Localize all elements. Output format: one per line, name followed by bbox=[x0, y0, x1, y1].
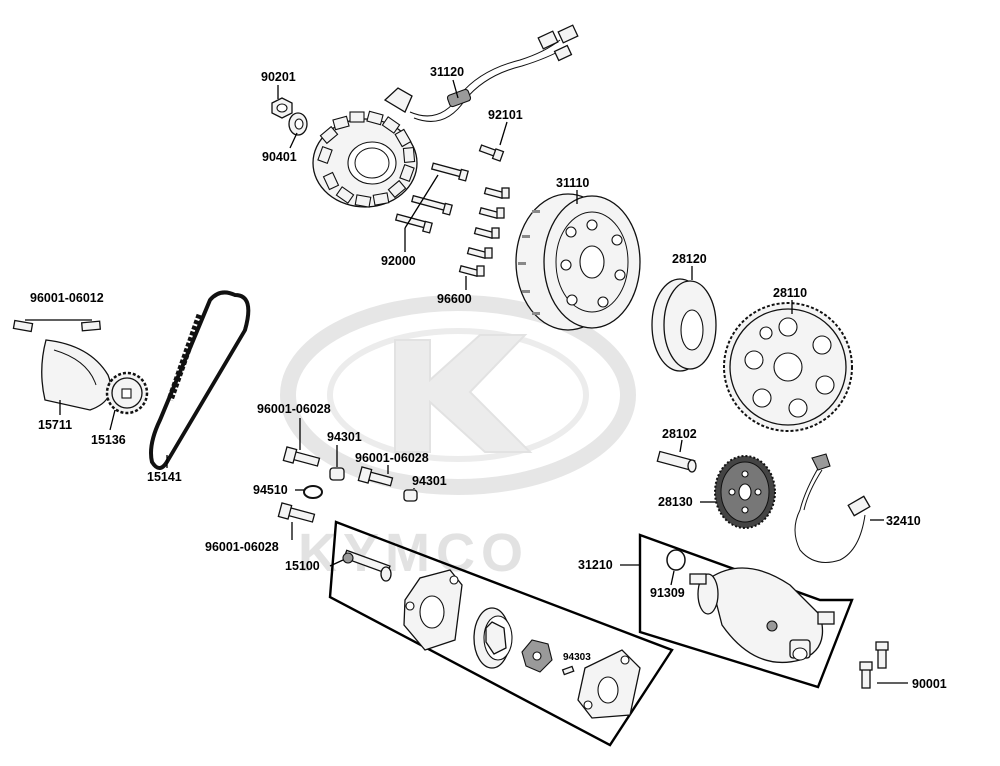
label-31110: 31110 bbox=[556, 176, 589, 190]
guide-bolts[interactable] bbox=[12, 319, 102, 333]
label-15136: 15136 bbox=[91, 433, 126, 447]
label-28120: 28120 bbox=[672, 252, 707, 266]
label-96001-06028-c: 96001-06028 bbox=[205, 540, 279, 554]
label-91309: 91309 bbox=[650, 586, 685, 600]
starter-cable[interactable] bbox=[794, 453, 871, 563]
label-92101: 92101 bbox=[488, 108, 523, 122]
stator-coil[interactable] bbox=[312, 24, 579, 208]
starter-driven-gear[interactable] bbox=[723, 302, 853, 432]
starter-motor[interactable] bbox=[689, 567, 835, 664]
label-15711: 15711 bbox=[38, 418, 72, 432]
washer[interactable] bbox=[288, 112, 308, 136]
pump-inner-rotor[interactable] bbox=[521, 639, 553, 673]
starter-idle-gear[interactable] bbox=[714, 455, 776, 529]
label-15100: 15100 bbox=[285, 559, 320, 573]
pump-shaft[interactable] bbox=[342, 549, 392, 582]
pump-body[interactable] bbox=[403, 569, 463, 651]
label-31120: 31120 bbox=[430, 65, 464, 79]
label-28130: 28130 bbox=[658, 495, 693, 509]
starter-bolts[interactable] bbox=[859, 641, 889, 689]
flywheel-rotor[interactable] bbox=[515, 193, 641, 331]
bolt-92101[interactable] bbox=[478, 144, 505, 162]
leader-lines bbox=[25, 79, 908, 684]
part-labels: 90201 90401 31120 92101 31110 92000 9660… bbox=[30, 65, 947, 691]
dowel-pin-lower[interactable] bbox=[403, 489, 418, 502]
pump-pin[interactable] bbox=[561, 665, 575, 676]
label-94303: 94303 bbox=[563, 652, 591, 663]
pump-bolt-upper[interactable] bbox=[282, 446, 321, 467]
label-90201: 90201 bbox=[261, 70, 296, 84]
retaining-clip[interactable] bbox=[303, 485, 323, 499]
drive-chain[interactable] bbox=[149, 290, 251, 470]
label-90001: 90001 bbox=[912, 677, 947, 691]
flywheel-bolts[interactable] bbox=[458, 186, 510, 278]
label-31210: 31210 bbox=[578, 558, 613, 572]
idle-gear-shaft[interactable] bbox=[656, 450, 697, 473]
chain-guide[interactable] bbox=[41, 339, 112, 411]
label-90401: 90401 bbox=[262, 150, 297, 164]
o-ring[interactable] bbox=[666, 549, 686, 571]
label-94301-b: 94301 bbox=[412, 474, 447, 488]
drive-sprocket[interactable] bbox=[105, 371, 149, 415]
label-96001-06028-b: 96001-06028 bbox=[355, 451, 429, 465]
label-92000: 92000 bbox=[381, 254, 416, 268]
label-96001-06028-a: 96001-06028 bbox=[257, 402, 331, 416]
pump-bolt-lower[interactable] bbox=[277, 502, 316, 523]
flange-nut[interactable] bbox=[271, 97, 293, 119]
stator-bolts[interactable] bbox=[394, 162, 469, 234]
pump-cover[interactable] bbox=[577, 649, 641, 719]
label-28102: 28102 bbox=[662, 427, 697, 441]
label-94301-a: 94301 bbox=[327, 430, 362, 444]
kymco-watermark-logo bbox=[280, 295, 636, 495]
label-96600: 96600 bbox=[437, 292, 472, 306]
label-15141: 15141 bbox=[147, 470, 182, 484]
label-94510: 94510 bbox=[253, 483, 288, 497]
starter-clutch[interactable] bbox=[651, 278, 717, 372]
label-96001-06012: 96001-06012 bbox=[30, 291, 104, 305]
label-28110: 28110 bbox=[773, 286, 807, 300]
dowel-pin-upper[interactable] bbox=[329, 467, 345, 481]
pump-outer-rotor[interactable] bbox=[473, 607, 513, 669]
oil-pump-box bbox=[328, 520, 674, 747]
label-32410: 32410 bbox=[886, 514, 921, 528]
pump-bolt-middle[interactable] bbox=[357, 466, 394, 487]
